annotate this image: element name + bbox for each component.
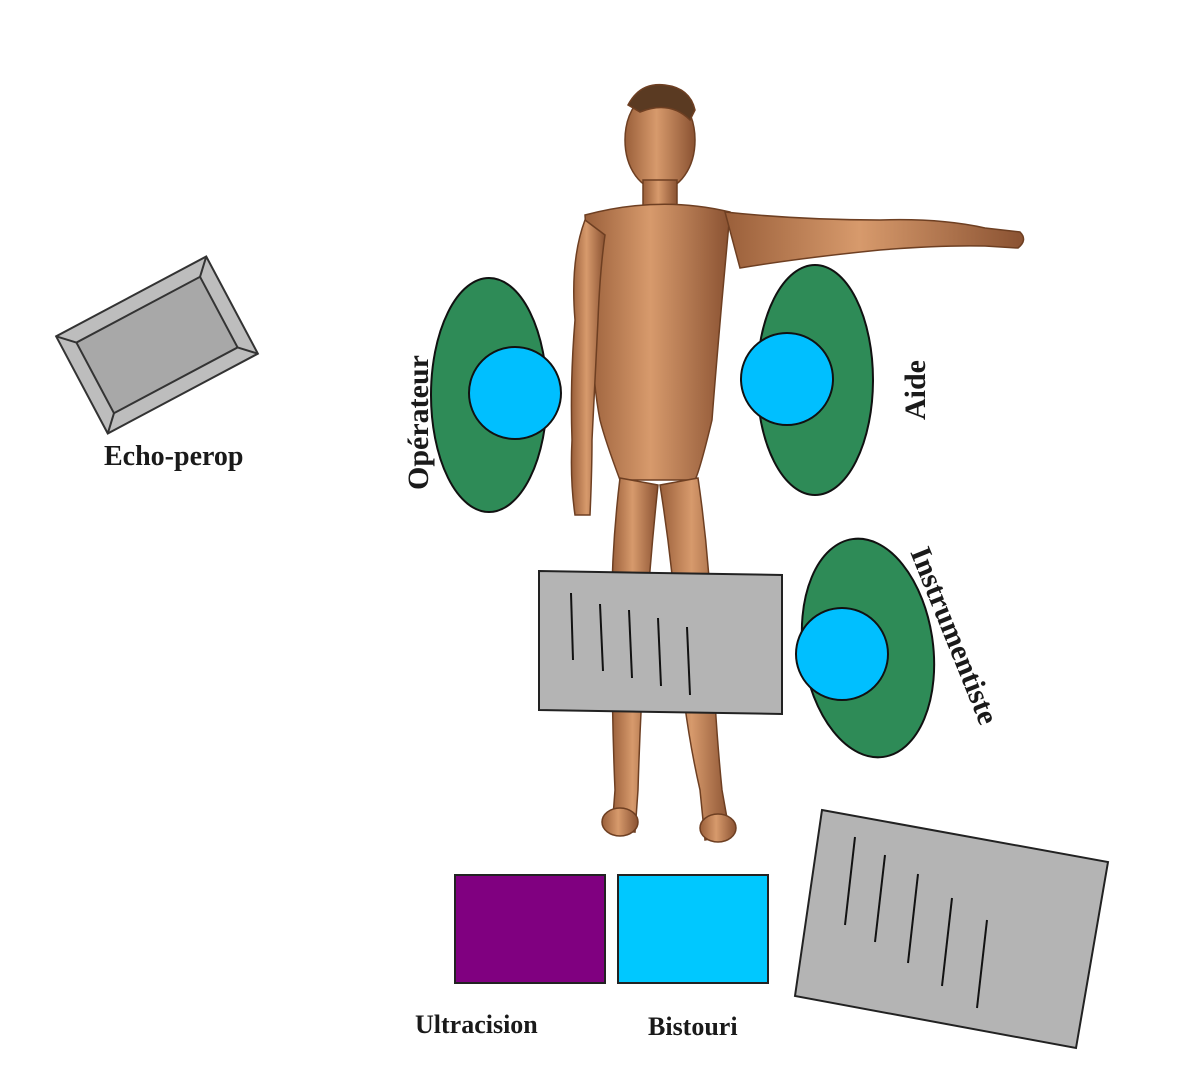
operateur-position: [430, 277, 562, 513]
instrument-table-secondary: [793, 808, 1110, 1050]
instrument-table-main: [538, 569, 783, 716]
aide-position: [740, 264, 874, 496]
instrumentiste-position: [795, 537, 936, 759]
echo-perop-monitor: [54, 255, 260, 435]
ultracision-device: [454, 874, 606, 984]
bistouri-label: Bistouri: [648, 1012, 738, 1041]
bistouri-device: [617, 874, 769, 984]
patient-figure: [570, 83, 1025, 843]
ultracision-label: Ultracision: [415, 1010, 538, 1039]
aide-label: Aide: [899, 360, 932, 420]
operateur-label: Opérateur: [402, 355, 435, 490]
echo-perop-label: Echo-perop: [104, 441, 244, 472]
